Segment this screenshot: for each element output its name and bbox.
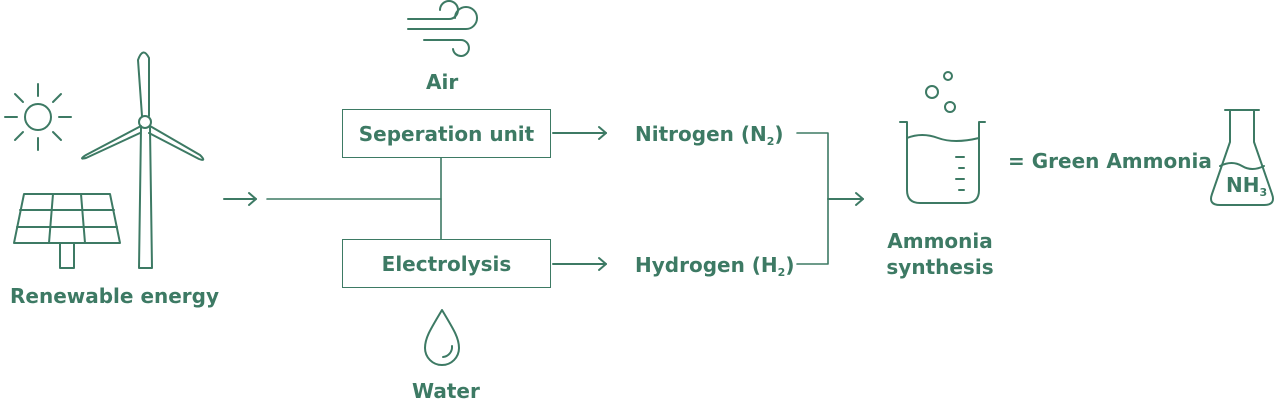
nitrogen-close: ) bbox=[774, 122, 784, 146]
water-label: Water bbox=[412, 379, 480, 403]
sun-icon bbox=[4, 83, 72, 151]
nitrogen-label: Nitrogen (N2) bbox=[635, 124, 784, 147]
hydrogen-arrow bbox=[552, 257, 607, 271]
nitrogen-subscript: 2 bbox=[766, 135, 775, 148]
merge-bracket bbox=[796, 132, 829, 265]
hydrogen-label: Hydrogen (H2) bbox=[635, 255, 794, 278]
nh3-subscript: 3 bbox=[1259, 186, 1268, 199]
hydrogen-subscript: 2 bbox=[777, 266, 786, 279]
beaker-bubbles-icon bbox=[899, 71, 986, 204]
nitrogen-arrow bbox=[552, 126, 607, 140]
hydrogen-text: Hydrogen (H bbox=[635, 253, 778, 277]
nh3-label: NH3 bbox=[1226, 175, 1267, 198]
green-ammonia-label: = Green Ammonia bbox=[1008, 149, 1212, 173]
wind-gust-icon bbox=[407, 0, 478, 57]
air-label: Air bbox=[426, 70, 459, 94]
water-drop-icon bbox=[424, 309, 460, 366]
ammonia-synthesis-line2: synthesis bbox=[886, 255, 994, 279]
separation-unit-label: Seperation unit bbox=[358, 121, 535, 146]
nh3-text: NH bbox=[1226, 173, 1260, 197]
electrolysis-label: Electrolysis bbox=[381, 251, 512, 276]
nitrogen-text: Nitrogen (N bbox=[635, 122, 767, 146]
electrolysis-box: Electrolysis bbox=[342, 239, 551, 288]
energy-connector bbox=[266, 157, 442, 240]
renewable-energy-label: Renewable energy bbox=[10, 284, 220, 308]
erlenmeyer-flask-icon bbox=[1210, 109, 1274, 206]
synthesis-arrow bbox=[827, 192, 864, 206]
ammonia-synthesis-line1: Ammonia bbox=[887, 229, 993, 253]
solar-panel-icon bbox=[13, 193, 121, 269]
wind-turbine-icon bbox=[81, 51, 205, 269]
separation-unit-box: Seperation unit bbox=[342, 109, 551, 158]
input-arrow bbox=[223, 192, 257, 206]
hydrogen-close: ) bbox=[785, 253, 795, 277]
ammonia-synthesis-label: Ammonia synthesis bbox=[880, 228, 1000, 280]
